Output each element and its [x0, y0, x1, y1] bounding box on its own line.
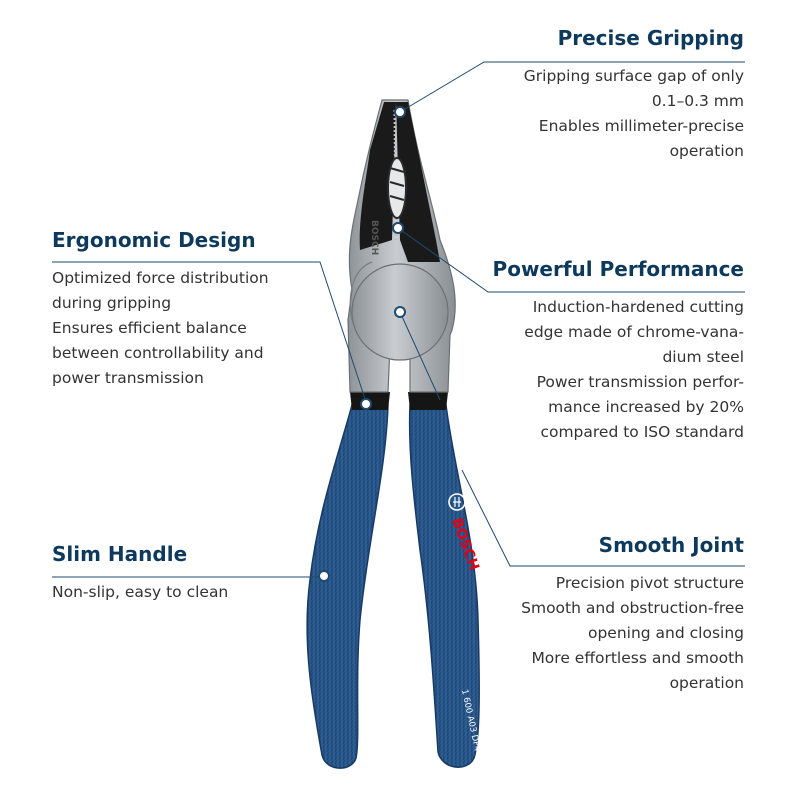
leader-pivot: [399, 311, 441, 401]
feature-title: Powerful Performance: [492, 257, 744, 281]
left-handle: [306, 404, 389, 769]
right-jaw: [396, 102, 440, 262]
desc-line: Induction-hardened cutting: [532, 298, 744, 316]
desc-line: power transmission: [52, 369, 204, 387]
desc-line: Power transmission perfor-: [536, 373, 744, 391]
desc-line: operation: [669, 142, 744, 160]
head-brand: BOSCH: [369, 220, 379, 255]
pivot-edge: [349, 261, 373, 321]
left-jaw: [359, 102, 396, 250]
leader-powerful-performance: [397, 227, 745, 293]
crimp-opening: [387, 157, 407, 219]
desc-line: compared to ISO standard: [540, 423, 744, 441]
leader-precise-gripping: [399, 61, 745, 113]
dot-slim-handle: [318, 570, 330, 582]
feature-description: Non-slip, easy to clean: [52, 580, 228, 605]
desc-line: Precision pivot structure: [555, 574, 744, 592]
feature-description: Precision pivot structure Smooth and obs…: [521, 571, 744, 696]
crimp-teeth: [389, 167, 405, 201]
leader-smooth-joint: [461, 469, 745, 567]
feature-smooth-joint: Smooth Joint Precision pivot structure S…: [521, 533, 744, 696]
desc-line: Ensures efficient balance: [52, 319, 247, 337]
feature-title: Precise Gripping: [557, 26, 744, 50]
feature-description: Optimized force distribution during grip…: [52, 266, 269, 391]
feature-title: Smooth Joint: [598, 533, 744, 557]
desc-line: More effortless and smooth: [531, 649, 744, 667]
dot-powerful-performance: [392, 222, 404, 234]
leader-ergonomic-design: [52, 261, 367, 403]
desc-line: 0.1–0.3 mm: [651, 92, 744, 110]
desc-line: Optimized force distribution: [52, 269, 269, 287]
leader-lines: [52, 61, 745, 578]
desc-line: mance increased by 20%: [548, 398, 744, 416]
feature-ergonomic-design: Ergonomic Design Optimized force distrib…: [52, 228, 269, 391]
feature-description: Gripping surface gap of only 0.1–0.3 mm …: [524, 64, 744, 164]
feature-powerful-performance: Powerful Performance Induction-hardened …: [493, 257, 744, 445]
desc-line: operation: [669, 674, 744, 692]
desc-line: edge made of chrome-vana-: [524, 323, 744, 341]
desc-line: dium steel: [662, 348, 744, 366]
feature-title: Slim Handle: [52, 542, 188, 566]
desc-line: during gripping: [52, 294, 172, 312]
leader-dots: [318, 106, 406, 582]
desc-line: opening and closing: [587, 624, 744, 642]
desc-line: Gripping surface gap of only: [523, 67, 744, 85]
dot-pivot: [394, 306, 406, 318]
bosch-logo-mark: [453, 497, 461, 507]
feature-title: Ergonomic Design: [52, 228, 256, 252]
desc-line: Smooth and obstruction-free: [521, 599, 744, 617]
desc-line: between controllability and: [52, 344, 264, 362]
bosch-logo-icon: [448, 493, 466, 511]
feature-precise-gripping: Precise Gripping Gripping surface gap of…: [524, 26, 744, 164]
desc-line: Non-slip, easy to clean: [52, 583, 229, 601]
desc-line: Enables millimeter-precise: [538, 117, 744, 135]
dot-precise-gripping: [394, 106, 406, 118]
feature-slim-handle: Slim Handle Non-slip, easy to clean: [52, 542, 228, 605]
dot-ergonomic-design: [360, 398, 372, 410]
feature-description: Induction-hardened cutting edge made of …: [493, 295, 744, 445]
right-handle-collar: [408, 392, 448, 410]
